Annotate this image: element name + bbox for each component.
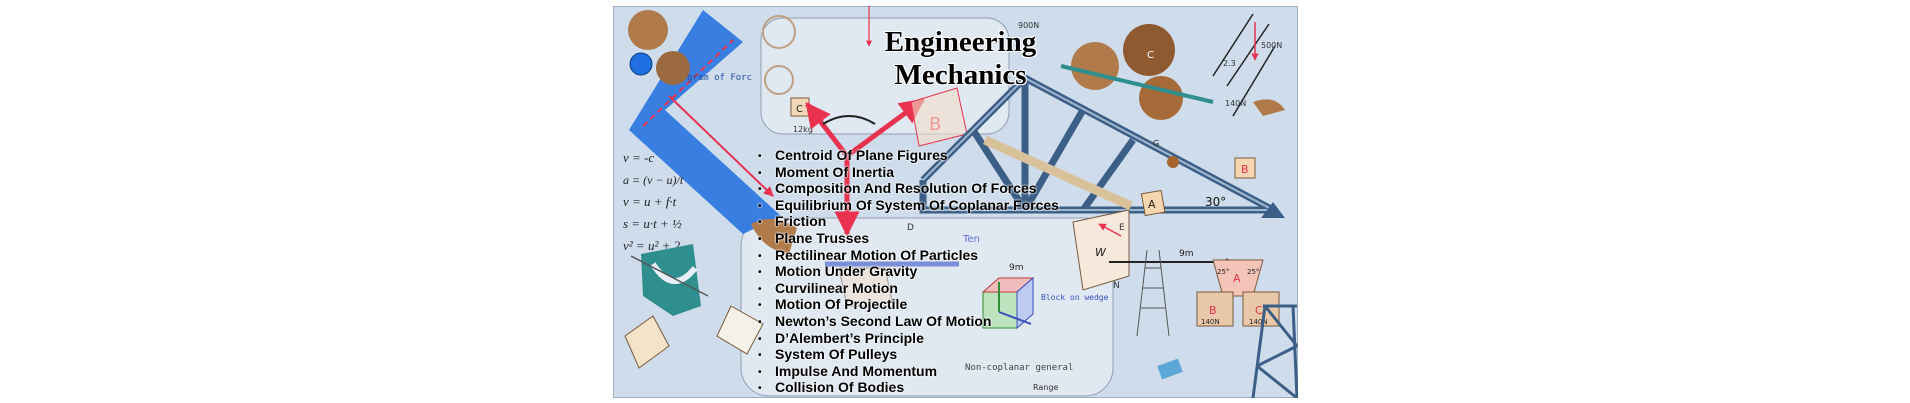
bronze-hemisphere-right [1253,99,1285,116]
topic-list: Centroid Of Plane Figures Moment Of Iner… [758,147,1059,397]
cable-lines [1212,13,1276,117]
force-140n-label: 140N [1225,99,1246,108]
lattice-tower [1251,304,1299,400]
topic-item: Moment Of Inertia [758,164,1059,182]
topic-item: Centroid Of Plane Figures [758,147,1059,165]
weight-w-label: W [1095,246,1107,259]
small-wedge [624,315,670,369]
point-e-label: E [1119,223,1125,233]
block-c-weight-label: 140N [1249,318,1268,326]
pin-joint-g [1167,156,1179,168]
red-force-arrow-left [668,95,774,197]
block-b-right [1234,157,1256,179]
equation-4: s = u·t + ½ [623,216,682,231]
block-a-right-label: A [1148,198,1156,211]
block-a-right [1140,189,1166,217]
distance-9m-label-2: 9m [1179,249,1194,259]
equation-1: v = -c [623,150,654,165]
topic-item: Motion Of Projectile [758,297,1059,314]
wedge-a-label: A [1233,272,1241,285]
blue-disc [629,52,653,76]
topic-item: Plane Trusses [758,230,1059,248]
joint-g-label: G [1153,139,1159,148]
angle-25-left: 25° [1217,268,1229,276]
red-normal-arrow [1098,223,1122,237]
force-500n-label: 500N [1261,41,1282,50]
bracket-leader [630,255,709,297]
topic-item: Equilibrium Of System Of Coplanar Forces [758,197,1059,215]
truss-support [1261,202,1285,218]
length-23-label: 2.3 [1223,59,1236,68]
title-line-2: Mechanics [894,59,1027,91]
red-dashed-line [642,39,734,127]
angle-arc [822,115,876,125]
small-block-left [716,305,764,355]
topic-item: Impulse And Momentum [758,363,1059,381]
mass-12kg-label: 12kg [793,125,813,134]
pulley-wheel-1 [762,15,796,49]
ladder-sketch [1136,249,1170,337]
truss-highlight [922,76,1274,211]
topic-item: Newton’s Second Law Of Motion [758,313,1059,331]
engineering-mechanics-collage: v = -c a = (v − u)/t v = u + f·t s = u·t… [612,5,1299,400]
equation-3: v = u + f·t [623,194,677,209]
bronze-sphere-5 [1139,76,1183,120]
bronze-sphere-2 [656,51,690,85]
equation-2: a = (v − u)/t [623,173,684,187]
title-box: Engineering Mechanics [833,26,1088,104]
wedge-block [1072,209,1130,291]
wedge-c-label: C [1255,304,1263,317]
pulley-wheel-2 [764,65,794,95]
wedge-b-label: B [1209,304,1217,317]
bronze-sphere-4 [1123,24,1175,76]
angle-30-label: 30° [1205,195,1226,209]
forces-diagram-note: gram of Forc [687,73,752,83]
topic-item: Collision Of Bodies [758,380,1059,397]
topic-item: Composition And Resolution Of Forces [758,181,1059,198]
block-on-wedge-note: Block on wedge [1041,293,1109,302]
teal-rod [1060,64,1214,104]
topic-item: Rectilinear Motion Of Particles [758,247,1059,265]
topic-item: Friction [758,214,1059,231]
topic-item: Motion Under Gravity [758,264,1059,281]
topic-item: System Of Pulleys [758,347,1059,364]
title-line-1: Engineering [884,26,1037,58]
normal-n-label: N [1113,281,1120,291]
collage-background: v = -c a = (v − u)/t v = u + f·t s = u·t… [612,5,1299,400]
topic-item: D’Alembert’s Principle [758,330,1059,348]
force-900n-label: 900N [1018,21,1039,30]
block-b-right-label: B [1241,163,1249,176]
small-blue-block [1157,358,1183,380]
block-b-weight-label: 140N [1201,318,1220,326]
wedge-abc-system [1196,259,1280,327]
bronze-sphere-1 [628,10,668,50]
topic-item: Curvilinear Motion [758,280,1059,298]
block-c-label: C [796,104,803,115]
sphere-c-label: C [1147,50,1154,61]
angle-25-right: 25° [1247,268,1259,276]
